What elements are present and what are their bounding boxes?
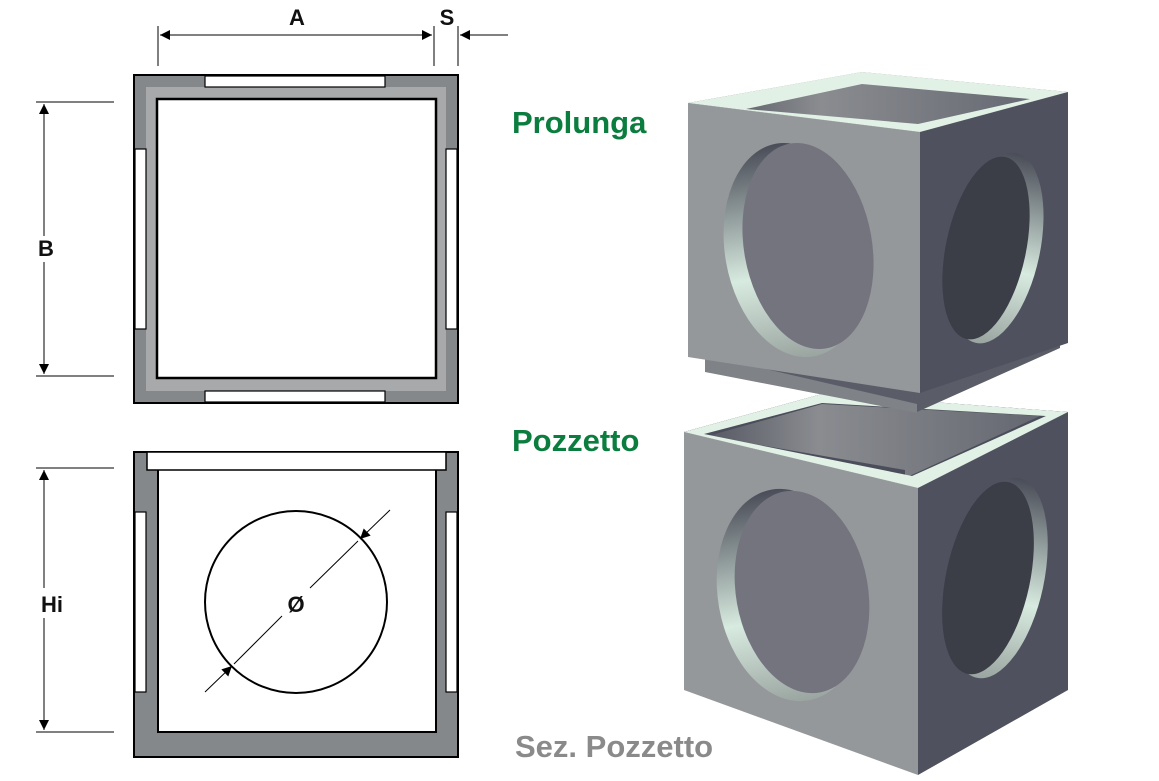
dimension-s-label: S xyxy=(440,5,455,30)
pozzetto-label: Pozzetto xyxy=(512,423,639,458)
plan-view xyxy=(133,74,459,404)
pozzetto-3d xyxy=(684,394,1068,775)
dimension-hi xyxy=(36,467,114,733)
diameter-label: Ø xyxy=(287,592,304,617)
dimension-a xyxy=(157,26,508,66)
prolunga-label: Prolunga xyxy=(512,105,647,140)
dimension-a-label: A xyxy=(289,5,305,30)
dimension-hi-label: Hi xyxy=(41,592,63,617)
dimension-b xyxy=(36,101,114,377)
dimension-b-label: B xyxy=(38,236,54,261)
section-view xyxy=(133,451,459,758)
section-label: Sez. Pozzetto xyxy=(515,729,713,764)
prolunga-3d xyxy=(688,72,1068,413)
